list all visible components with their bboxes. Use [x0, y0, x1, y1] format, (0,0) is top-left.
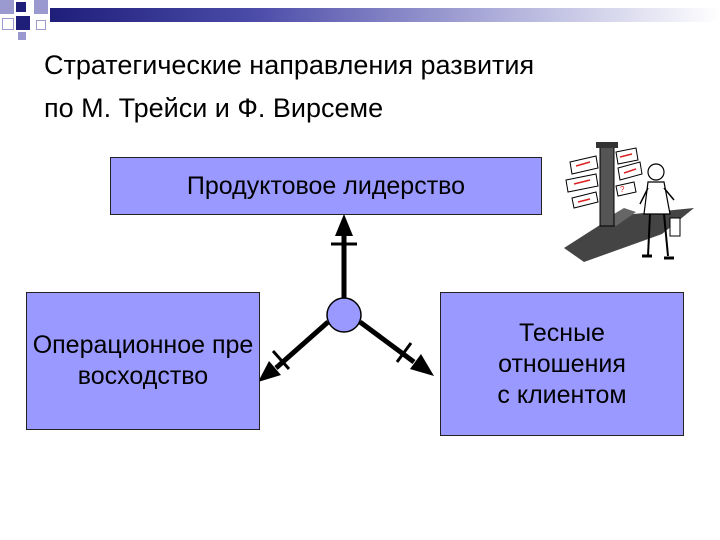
title-line-2: по М. Трейси и Ф. Вирсеме — [44, 93, 384, 123]
signpost-person-icon: ? — [564, 142, 694, 262]
connector-left — [274, 320, 330, 370]
node-product-leadership: Продуктовое лидерство — [110, 157, 542, 215]
node-customer-intimacy: Тесные отношения с клиентом — [440, 292, 684, 436]
connector-right — [358, 319, 416, 365]
tick-right — [395, 342, 413, 363]
header-banner — [50, 8, 720, 22]
title-line-1: Стратегические направления развития — [44, 50, 535, 80]
arrowhead-left — [258, 361, 281, 382]
slide-title: Стратегические направления развития по М… — [44, 44, 684, 130]
corner-decoration — [0, 0, 60, 40]
node-operational-excellence: Операционное превосходство — [26, 292, 260, 430]
arrowhead-right — [410, 354, 434, 376]
node-operational-excellence-label: Операционное превосходство — [32, 331, 254, 390]
arrowhead-up — [335, 214, 353, 236]
node-customer-intimacy-line-1: Тесные — [519, 318, 605, 347]
node-customer-intimacy-line-3: с клиентом — [497, 380, 627, 409]
svg-text:?: ? — [620, 185, 625, 194]
hub-circle — [326, 297, 362, 333]
node-customer-intimacy-line-2: отношения — [498, 349, 626, 378]
tick-left — [271, 350, 291, 370]
node-product-leadership-label: Продуктовое лидерство — [186, 171, 466, 200]
